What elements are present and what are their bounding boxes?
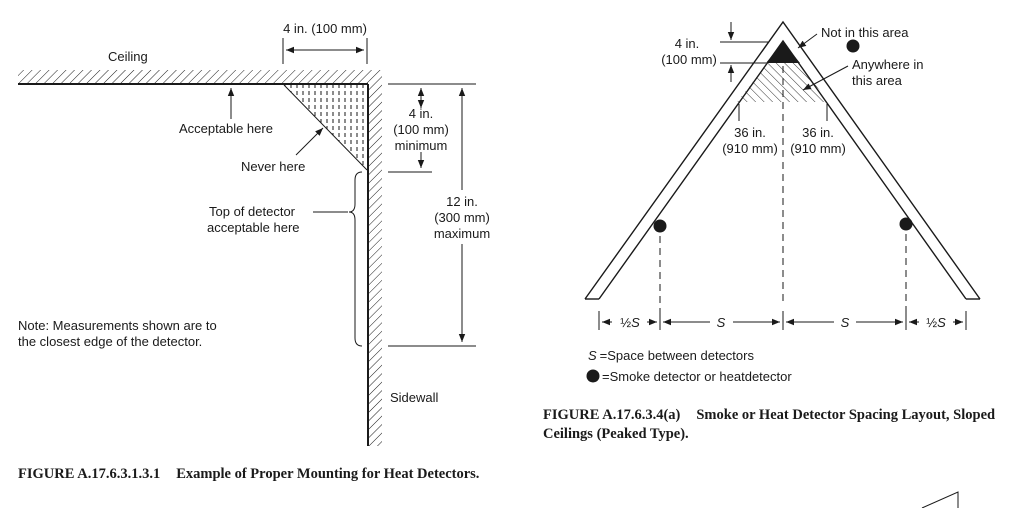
never-here-label: Never here xyxy=(241,159,305,174)
max-line3: maximum xyxy=(434,226,490,241)
detector-right xyxy=(899,217,913,231)
min-line3: minimum xyxy=(395,138,448,153)
detector-dot-key xyxy=(846,39,860,53)
roof-outer xyxy=(584,20,981,300)
dim36-right-line1: 36 in. xyxy=(802,125,834,140)
s-mid-right: S xyxy=(841,315,850,330)
note-line2: the closest edge of the detector. xyxy=(18,334,202,349)
max-line2: (300 mm) xyxy=(434,210,490,225)
top-of-detector-line2: acceptable here xyxy=(207,220,300,235)
detector-left xyxy=(653,219,667,233)
sidewall-label: Sidewall xyxy=(390,390,439,405)
dim-4in-top-label: 4 in. (100 mm) xyxy=(283,21,367,36)
next-figure-fragment xyxy=(921,491,959,508)
roof-inner xyxy=(598,39,967,300)
caption-right-title: Smoke or Heat Detector Spacing Layout, S… xyxy=(543,407,996,442)
peak-dim-line1: 4 in. xyxy=(675,36,700,51)
figure-peaked-ceiling-spacing: 4 in. (100 mm) Not in this area Anywhere… xyxy=(584,20,981,384)
half-s-left: ½S xyxy=(620,315,640,330)
ceiling-label: Ceiling xyxy=(108,49,148,64)
max-line1: 12 in. xyxy=(446,194,478,209)
figure-heat-detector-mounting: 4 in. (100 mm) Ceiling Acceptable here N… xyxy=(18,21,490,446)
caption-left-number: FIGURE A.17.6.3.1.3.1 xyxy=(18,466,161,482)
not-in-this-area-triangle xyxy=(766,42,800,63)
caption-right: FIGURE A.17.6.3.4(a)Smoke or Heat Detect… xyxy=(543,406,1023,444)
dim36-right-line2: (910 mm) xyxy=(790,141,846,156)
dim36-left-line2: (910 mm) xyxy=(722,141,778,156)
half-s-right: ½S xyxy=(926,315,946,330)
anywhere-line2: this area xyxy=(852,73,903,88)
anywhere-leader xyxy=(802,65,849,91)
dead-air-diagonal xyxy=(283,84,368,171)
note-line1: Note: Measurements shown are to xyxy=(18,318,217,333)
caption-left: FIGURE A.17.6.3.1.3.1 Example of Proper M… xyxy=(18,465,498,484)
min-line2: (100 mm) xyxy=(393,122,449,137)
acceptable-zone-brace xyxy=(348,171,363,347)
legend-dot-icon xyxy=(586,369,600,383)
min-line1: 4 in. xyxy=(409,106,434,121)
legend-dot-text: =Smoke detector or heatdetector xyxy=(602,369,792,384)
ceiling-hatch xyxy=(18,70,368,84)
not-in-area-leader xyxy=(797,33,818,49)
top-of-detector-line1: Top of detector xyxy=(209,204,296,219)
dim36-left-line1: 36 in. xyxy=(734,125,766,140)
legend-s: S=Space between detectors xyxy=(588,348,754,363)
s-mid-left: S xyxy=(717,315,726,330)
sidewall-hatch xyxy=(368,70,382,446)
not-in-this-area-label: Not in this area xyxy=(821,25,909,40)
caption-right-number: FIGURE A.17.6.3.4(a) xyxy=(543,407,681,423)
acceptable-here-label: Acceptable here xyxy=(179,121,273,136)
anywhere-line1: Anywhere in xyxy=(852,57,924,72)
caption-left-title: Example of Proper Mounting for Heat Dete… xyxy=(176,466,480,482)
peak-dim-line2: (100 mm) xyxy=(661,52,717,67)
never-here-arrow xyxy=(295,127,324,156)
